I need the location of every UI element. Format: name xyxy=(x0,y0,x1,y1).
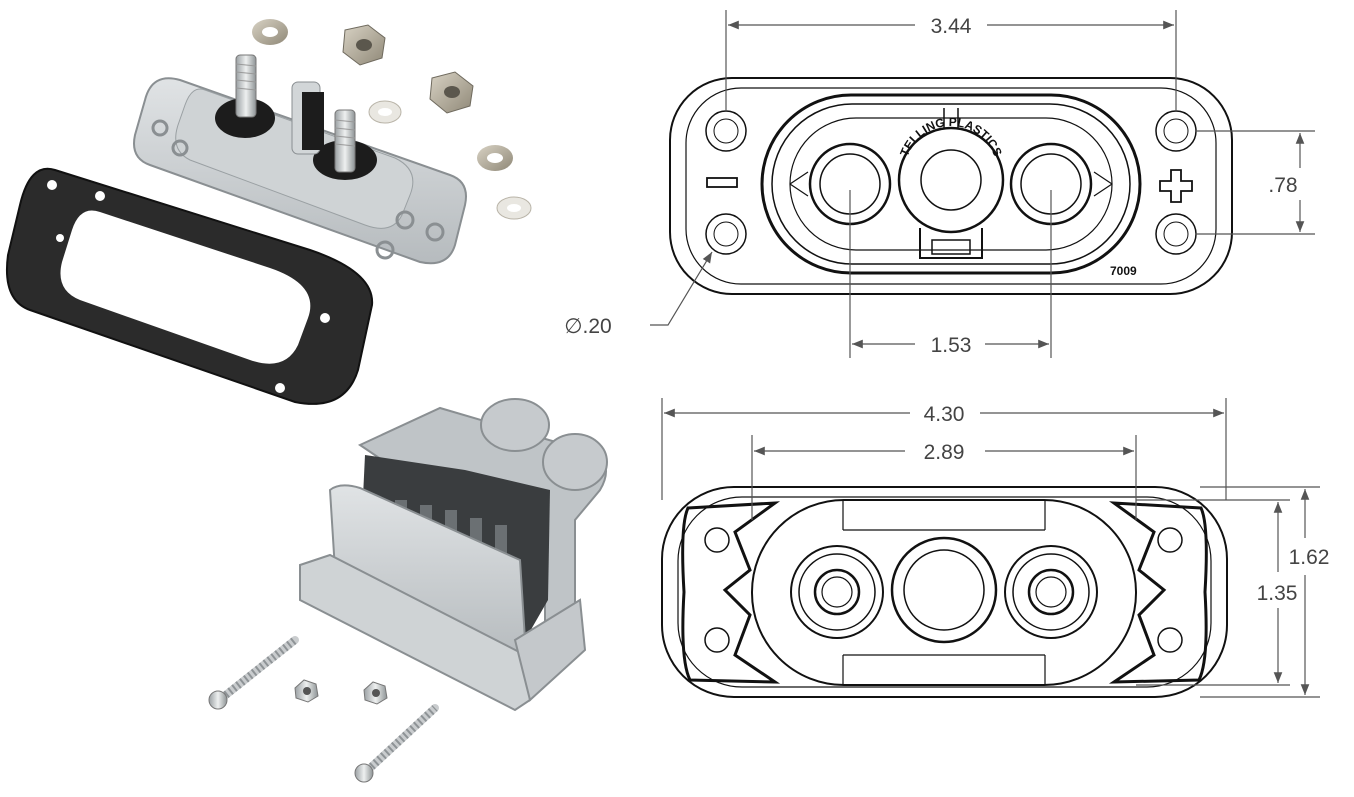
dimension-terminal-spacing: 1.53 xyxy=(931,334,972,357)
bottom-view-outline xyxy=(661,486,1228,698)
negative-symbol-icon xyxy=(706,177,738,188)
top-view-dimensions xyxy=(650,10,1315,358)
bottom-view-drawing xyxy=(661,486,1228,698)
dimension-overall-width: 3.44 xyxy=(931,15,972,38)
top-view-drawing xyxy=(669,77,1233,295)
bottom-view-dimensions xyxy=(661,398,1320,698)
hex-nut-image xyxy=(342,24,474,114)
receptacle-base-image xyxy=(133,77,467,265)
dimension-overall-width: 4.30 xyxy=(924,403,965,426)
dimension-overall-height: 1.62 xyxy=(1289,546,1330,569)
threaded-stud-image xyxy=(235,54,356,173)
dimension-hole-diameter: ∅.20 xyxy=(564,315,612,338)
plug-housing-photo xyxy=(208,398,608,783)
receptacle-kit-photo xyxy=(6,19,532,405)
plug-housing-image xyxy=(299,398,608,712)
mounting-hole xyxy=(704,527,1183,653)
part-number: 7009 xyxy=(1110,264,1137,278)
dimension-mount-spacing: 2.89 xyxy=(924,441,965,464)
brand-embossing: TELLING PLASTICS xyxy=(897,115,1005,158)
terminal xyxy=(808,126,1093,234)
top-view-outline xyxy=(669,77,1233,295)
positive-symbol-icon xyxy=(1159,169,1193,203)
gasket-image xyxy=(6,167,374,405)
lock-washer-image xyxy=(252,19,532,220)
dimension-inner-height: 1.35 xyxy=(1257,582,1298,605)
dimension-hole-spacing: .78 xyxy=(1268,174,1297,197)
terminal xyxy=(790,536,1098,644)
mounting-screw-image xyxy=(208,636,439,783)
hex-nut-image xyxy=(294,679,388,705)
mounting-hole xyxy=(705,110,1197,255)
